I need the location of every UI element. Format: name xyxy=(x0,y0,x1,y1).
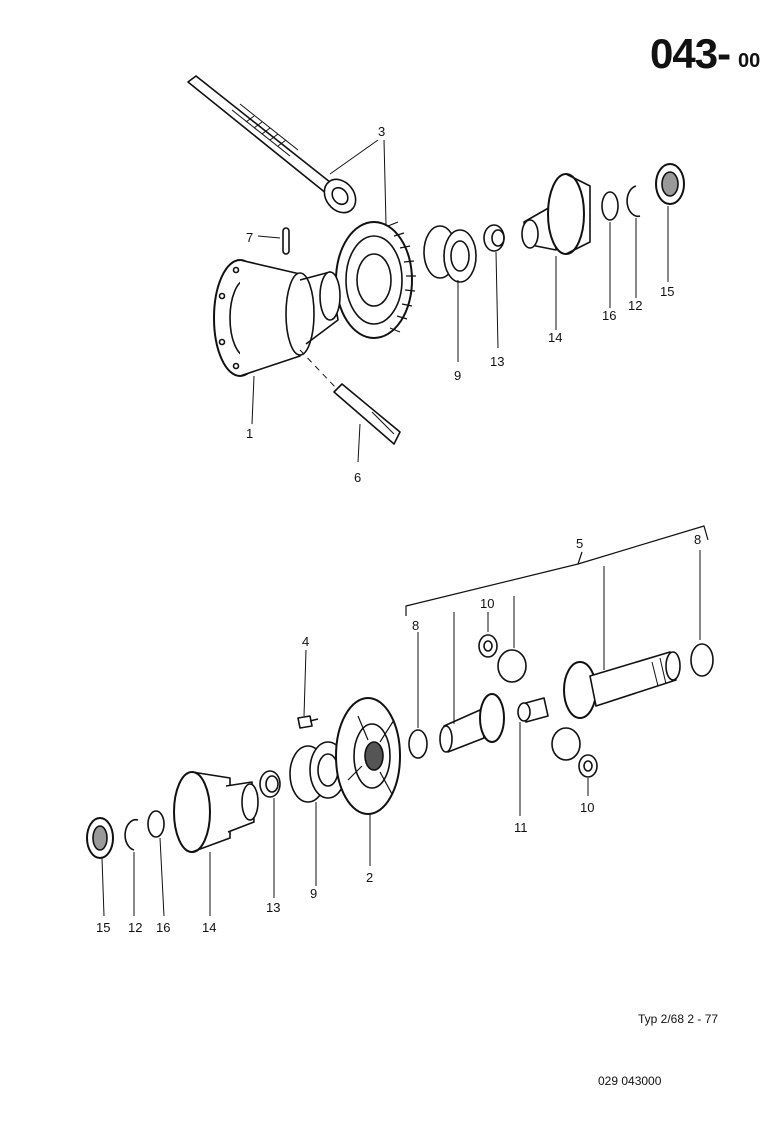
type-date-label: Typ 2/68 2 - 77 xyxy=(638,1012,719,1026)
planet-gear-upper-part xyxy=(478,634,527,683)
callout-10-upper: 10 xyxy=(480,596,494,611)
spacer-sleeve-part xyxy=(517,697,549,723)
shim-ring-part xyxy=(601,191,619,221)
callout-15-lower: 15 xyxy=(96,920,110,935)
shim-ring-part-lower xyxy=(147,810,165,838)
callout-7: 7 xyxy=(246,230,253,245)
bolt-part xyxy=(297,715,319,729)
crown-wheel-part xyxy=(335,221,416,339)
callout-16: 16 xyxy=(602,308,616,323)
differential-housing-part xyxy=(213,259,341,377)
callout-2: 2 xyxy=(366,870,373,885)
side-gear-right-part xyxy=(563,651,681,719)
callout-11: 11 xyxy=(514,820,528,835)
page-code-dash: - xyxy=(717,30,731,77)
callout-14-lower: 14 xyxy=(202,920,216,935)
callout-12-lower: 12 xyxy=(128,920,142,935)
planet-gear-lower-part xyxy=(551,727,598,778)
callout-labels-top: 3 7 1 6 9 13 14 16 12 15 xyxy=(246,124,674,485)
thrust-washer-part xyxy=(408,729,428,759)
callout-3: 3 xyxy=(378,124,385,139)
page-code-number: 043 xyxy=(650,30,718,77)
callout-12: 12 xyxy=(628,298,642,313)
oil-seal-part-lower xyxy=(86,817,114,859)
oil-seal-part xyxy=(655,163,685,205)
pin-part xyxy=(282,227,290,255)
callout-8-left: 8 xyxy=(412,618,419,633)
ring-part xyxy=(483,224,505,252)
circlip-part xyxy=(626,185,641,218)
ring-part-lower xyxy=(259,770,281,798)
callout-4: 4 xyxy=(302,634,309,649)
page-code: 043- xyxy=(650,30,731,78)
callout-8-right: 8 xyxy=(694,532,701,547)
pinion-shaft-part xyxy=(187,75,357,214)
thrust-washer-part-right xyxy=(690,643,714,677)
part-number-label: 029 043000 xyxy=(598,1074,662,1088)
differential-shaft-part xyxy=(333,383,401,445)
callout-9: 9 xyxy=(454,368,461,383)
callout-14: 14 xyxy=(548,330,562,345)
callout-1: 1 xyxy=(246,426,253,441)
page-code-suffix: 00 xyxy=(738,50,761,72)
callout-16-lower: 16 xyxy=(156,920,170,935)
callout-5: 5 xyxy=(576,536,583,551)
callout-6: 6 xyxy=(354,470,361,485)
callout-10-lower: 10 xyxy=(580,800,594,815)
callout-13: 13 xyxy=(490,354,504,369)
circlip-part-lower xyxy=(124,818,139,851)
side-cover-part-lower xyxy=(173,771,259,853)
side-cover-part xyxy=(521,173,591,255)
taper-bearing-part xyxy=(423,225,477,283)
differential-cover-part xyxy=(335,697,401,815)
side-gear-left-part xyxy=(439,693,505,753)
callout-13-lower: 13 xyxy=(266,900,280,915)
callout-9-lower: 9 xyxy=(310,886,317,901)
callout-15: 15 xyxy=(660,284,674,299)
callout-labels-bottom: 5 8 8 10 10 4 11 2 9 13 14 15 12 16 xyxy=(96,532,701,935)
